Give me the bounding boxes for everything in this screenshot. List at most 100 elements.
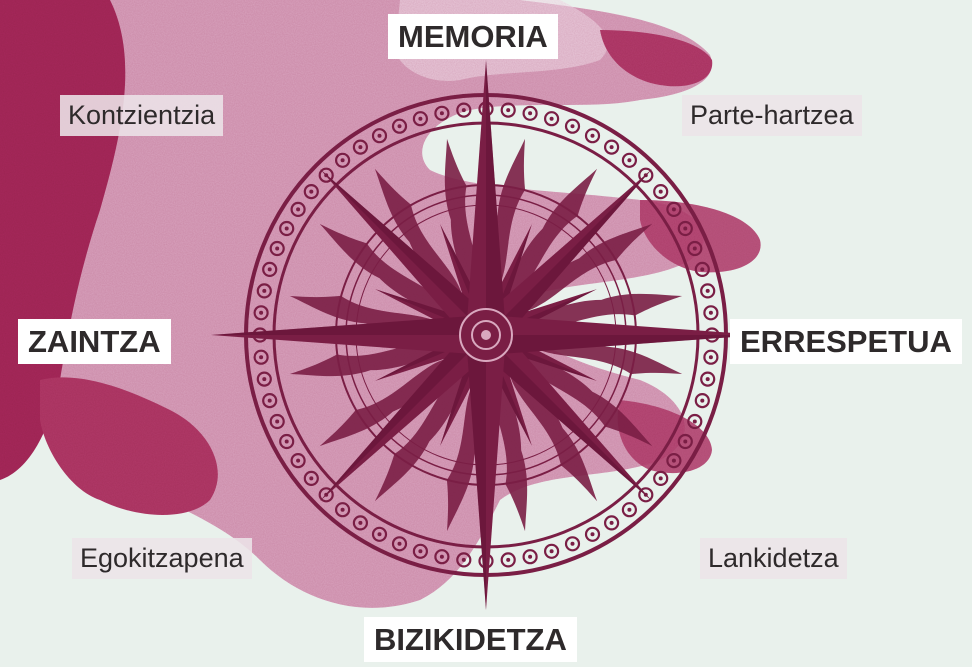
ring-bead	[694, 261, 710, 278]
ring-bead-dot	[275, 419, 280, 424]
compass-point-cardinal	[211, 315, 498, 355]
ring-bead-dot	[418, 116, 423, 121]
ring-bead-dot	[397, 541, 402, 546]
ring-bead	[687, 240, 703, 257]
ring-bead	[621, 502, 637, 518]
flame-ray	[519, 350, 653, 447]
ring-bead-dot	[296, 458, 301, 463]
ring-bead	[290, 452, 306, 469]
label-north: MEMORIA	[388, 14, 558, 59]
label-northeast: Parte-hartzea	[682, 95, 862, 136]
ring-bead	[279, 433, 295, 450]
ring-bead	[564, 536, 581, 552]
flame-ray	[501, 168, 598, 302]
compass-point-cardinal	[466, 323, 506, 610]
ring-bead-dot	[461, 557, 466, 562]
ring-bead-dot	[708, 310, 713, 315]
ring-bead	[352, 139, 368, 155]
ring-bead-dot	[284, 439, 289, 444]
ring-bead	[653, 184, 669, 200]
ring-bead	[456, 102, 472, 118]
ring-bead	[318, 167, 334, 183]
ring-bead-dot	[692, 246, 697, 251]
ring-bead	[303, 470, 319, 486]
ring-bead-dot	[609, 145, 614, 150]
ring-bead-dot	[683, 226, 688, 231]
ring-bead-dot	[267, 398, 272, 403]
ring-bead-dot	[708, 355, 713, 360]
ring-bead	[279, 220, 295, 237]
ring-bead	[253, 305, 269, 321]
ring-bead	[500, 552, 516, 568]
ring-bead-dot	[439, 554, 444, 559]
flame-ray	[319, 357, 458, 447]
ring-bead-dot	[377, 133, 382, 138]
ring-bead-dot	[418, 549, 423, 554]
ring-bead	[391, 536, 408, 552]
ring-bead-dot	[262, 377, 267, 382]
ring-bead	[412, 543, 429, 559]
compass-point-cardinal-shade	[211, 315, 486, 335]
ring-bead	[703, 349, 719, 365]
ring-bead-dot	[259, 355, 264, 360]
ring-bead	[290, 201, 306, 217]
compass-point-cardinal-shade	[466, 335, 486, 610]
ring-bead	[256, 371, 272, 387]
ring-bead-dot	[590, 532, 595, 537]
ring-bead	[522, 549, 538, 565]
ring-bead-dot	[377, 532, 382, 537]
ring-bead	[522, 105, 538, 121]
ring-bead-dot	[262, 288, 267, 293]
ring-bead-dot	[671, 207, 676, 212]
label-east: ERRESPETUA	[730, 319, 962, 364]
flame-ray	[374, 368, 471, 502]
ring-bead	[694, 392, 710, 409]
ring-bead	[603, 139, 620, 155]
ring-bead-dot	[397, 124, 402, 129]
ring-bead	[700, 371, 716, 387]
ring-bead	[666, 201, 682, 217]
compass-point-intercardinal-shade	[486, 168, 653, 347]
ring-bead	[456, 552, 472, 568]
ring-bead-dot	[358, 520, 363, 525]
compass-point-intercardinal-shade	[319, 323, 486, 502]
ring-bead-dot	[627, 158, 632, 163]
ring-bead	[638, 487, 654, 503]
compass-point-cardinal	[466, 60, 506, 347]
ring-bead	[621, 152, 637, 168]
ring-bead	[500, 102, 516, 118]
compass-point-intercardinal	[474, 323, 653, 502]
center-hub-ring	[471, 320, 501, 350]
ring-bead-dot	[570, 124, 575, 129]
flame-ray	[374, 168, 464, 307]
ring-bead-dot	[259, 310, 264, 315]
ring-bead	[666, 452, 682, 469]
ring-bead-dot	[296, 207, 301, 212]
ring-bead	[412, 111, 429, 127]
center-dot	[481, 330, 491, 340]
ring-bead	[253, 349, 269, 365]
ring-bead-dot	[683, 439, 688, 444]
label-south: BIZIKIDETZA	[364, 617, 577, 662]
ring-bead	[303, 184, 319, 200]
ring-bead-dot	[671, 458, 676, 463]
ring-bead	[677, 220, 693, 237]
ring-bead	[584, 526, 601, 542]
ring-bead	[677, 433, 693, 450]
flame-ray	[523, 293, 683, 329]
ring-bead-dot	[700, 398, 705, 403]
ring-bead	[262, 392, 278, 409]
ring-bead-dot	[340, 158, 345, 163]
compass-point-intercardinal	[319, 323, 498, 502]
ring-bead	[352, 515, 368, 531]
ring-bead	[564, 118, 581, 134]
ring-bead-dot	[627, 507, 632, 512]
ring-bead	[371, 128, 388, 144]
compass-point-cardinal	[474, 315, 761, 355]
ring-bead-dot	[284, 226, 289, 231]
ring-bead	[543, 543, 560, 559]
compass-point-intercardinal-shade	[474, 335, 653, 502]
ring-bead	[653, 470, 669, 486]
label-northwest: Kontzientzia	[60, 95, 224, 136]
ring-bead-dot	[506, 108, 511, 113]
